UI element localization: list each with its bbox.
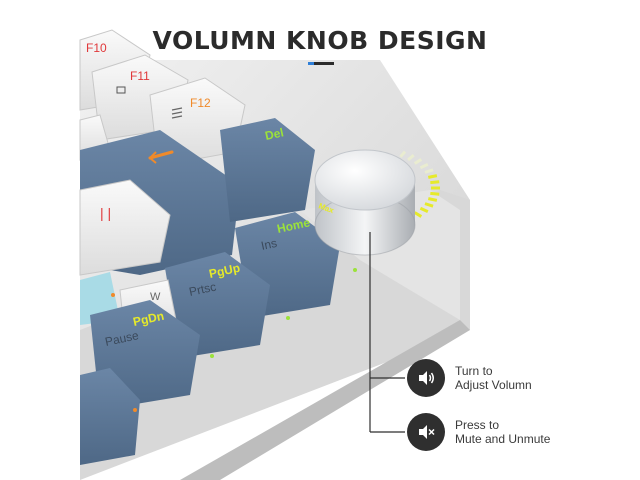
led-segment bbox=[413, 211, 423, 218]
led-segment bbox=[413, 158, 423, 165]
volume-knob: Max bbox=[314, 149, 416, 256]
led-segment bbox=[427, 197, 438, 202]
led-segment bbox=[419, 206, 429, 214]
menu-icon bbox=[171, 107, 183, 119]
key-partial-bottom bbox=[80, 368, 140, 465]
case-shadow bbox=[180, 320, 470, 480]
feature-press: Press to Mute and Unmute bbox=[407, 413, 550, 451]
pause-legend: Pause bbox=[104, 328, 141, 349]
f10-legend: F10 bbox=[86, 41, 107, 55]
home-legend: Home bbox=[276, 215, 312, 236]
led-segment bbox=[427, 174, 438, 179]
backspace-arrow-icon bbox=[149, 151, 157, 164]
feature-turn-line1: Turn to bbox=[455, 364, 493, 378]
led-segment bbox=[399, 150, 407, 158]
led-segment bbox=[424, 202, 434, 208]
bracket-legend: | | bbox=[100, 205, 111, 221]
rgb-glow bbox=[111, 268, 357, 412]
pgup-legend: PgUp bbox=[208, 261, 242, 281]
led-segment bbox=[430, 180, 440, 185]
knob-top bbox=[314, 149, 416, 211]
mute-icon bbox=[407, 413, 445, 451]
key-bracket bbox=[79, 179, 171, 276]
led-segment bbox=[407, 154, 415, 162]
f12-legend: F12 bbox=[190, 96, 211, 110]
w-legend: W bbox=[150, 291, 161, 303]
prtsc-legend: Prtsc bbox=[188, 280, 218, 299]
backspace-legend bbox=[148, 150, 174, 160]
feature-press-line1: Press to bbox=[455, 418, 500, 432]
speaker-icon bbox=[407, 359, 445, 397]
calculator-icon bbox=[116, 86, 126, 94]
page-title: VOLUMN KNOB DESIGN bbox=[152, 26, 488, 55]
feature-turn: Turn to Adjust Volumn bbox=[407, 359, 532, 397]
feature-press-line2: Mute and Unmute bbox=[455, 432, 551, 446]
led-segment bbox=[430, 191, 440, 196]
feature-turn-line2: Adjust Volumn bbox=[455, 378, 532, 392]
callout-lines bbox=[369, 232, 405, 433]
led-segment bbox=[419, 162, 429, 170]
f11-legend: F11 bbox=[130, 69, 150, 83]
pgdn-legend: PgDn bbox=[132, 309, 166, 329]
del-legend: Del bbox=[264, 125, 285, 143]
key-del bbox=[220, 118, 315, 222]
led-segment bbox=[424, 168, 434, 174]
title-underline bbox=[308, 62, 334, 65]
ins-legend: Ins bbox=[260, 236, 279, 253]
